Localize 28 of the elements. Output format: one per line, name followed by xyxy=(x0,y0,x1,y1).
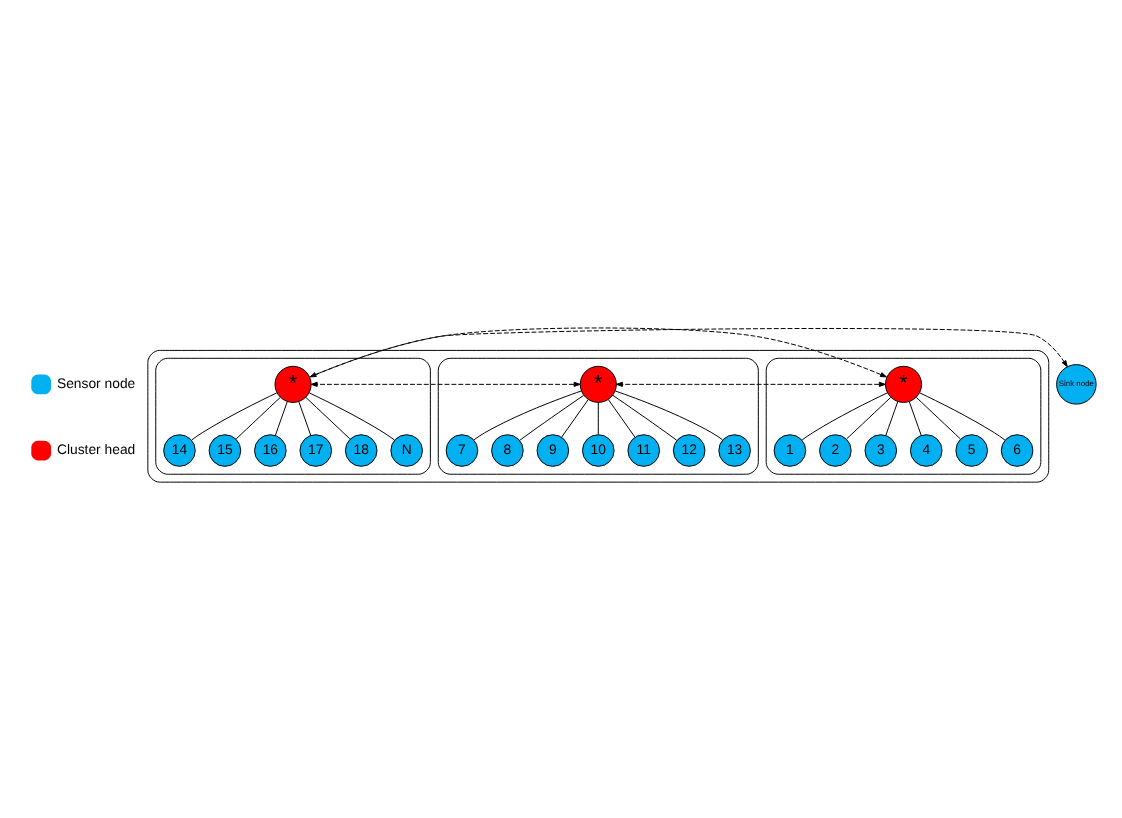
connector xyxy=(305,396,351,440)
arrow xyxy=(615,381,886,387)
node-circle: * xyxy=(274,365,312,403)
cluster xyxy=(765,357,1042,475)
arrow xyxy=(310,381,581,387)
connector xyxy=(191,392,278,441)
connector xyxy=(612,394,678,441)
connector xyxy=(308,392,395,441)
connector xyxy=(561,399,589,438)
connector xyxy=(235,396,281,440)
connector xyxy=(607,399,636,438)
connector xyxy=(915,396,961,440)
connector xyxy=(597,402,599,435)
connector xyxy=(298,401,312,436)
node-circle: * xyxy=(579,365,617,403)
connector xyxy=(885,401,899,436)
connector xyxy=(473,390,582,441)
node-circle: * xyxy=(884,365,923,403)
cluster xyxy=(155,357,431,475)
cluster xyxy=(147,349,1050,483)
cluster xyxy=(437,357,759,475)
connector xyxy=(919,392,1006,441)
connector xyxy=(274,401,288,436)
connector xyxy=(519,394,585,441)
connector xyxy=(908,401,922,436)
connector xyxy=(801,392,888,441)
connector xyxy=(846,396,892,440)
connector xyxy=(614,390,723,441)
